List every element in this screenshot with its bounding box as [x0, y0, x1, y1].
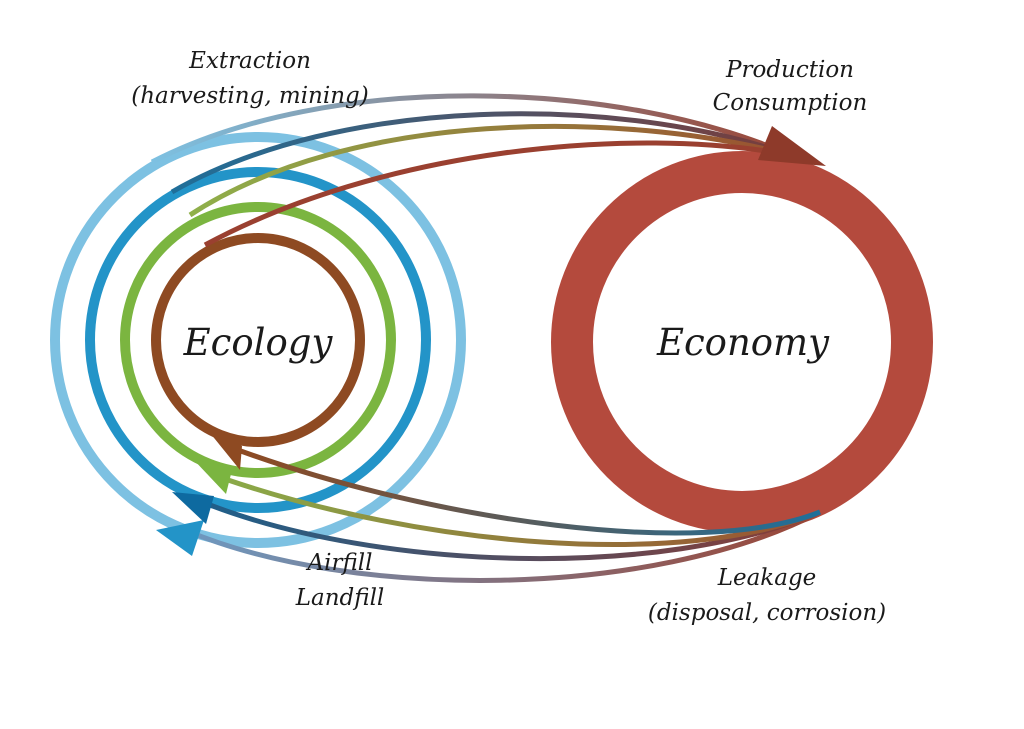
ecology-ring-second [85, 167, 431, 513]
ecology-ring-outer [50, 132, 466, 548]
leakage-arrow-head-second [172, 492, 214, 524]
extraction-arrows [150, 93, 826, 248]
leakage-arrow-inner [237, 447, 821, 536]
leakage-label: Leakage [717, 565, 817, 591]
production-label: Production [725, 57, 854, 83]
economy-label: Economy [656, 321, 830, 364]
labels: Ecology Economy Extraction (harvesting, … [131, 48, 886, 626]
extraction-arrow-outer [150, 93, 792, 165]
ecology-label: Ecology [183, 321, 334, 364]
leakage-arrow-head-third [192, 458, 232, 494]
landfill-label: Landfill [295, 585, 385, 611]
ecology-ring-third [120, 202, 396, 478]
extraction-detail-label: (harvesting, mining) [131, 83, 369, 109]
leakage-arrow-head-inner [206, 428, 242, 470]
leakage-arrow-outer [184, 509, 822, 583]
airfill-label: Airfill [305, 550, 372, 576]
extraction-arrow-third [188, 123, 791, 218]
extraction-arrow-inner [203, 140, 791, 248]
leakage-detail-label: (disposal, corrosion) [648, 600, 886, 626]
consumption-label: Consumption [713, 90, 868, 116]
ecology-ring-inner [151, 233, 365, 447]
leakage-arrow-head-outer [156, 520, 204, 556]
extraction-arrow-second [170, 111, 791, 195]
production-arrow-head [758, 126, 826, 166]
ecology-rings [50, 132, 466, 548]
leakage-arrow-third [227, 477, 821, 548]
leakage-arrow-second [209, 502, 821, 562]
leakage-arrows [156, 428, 822, 583]
extraction-label: Extraction [188, 48, 311, 74]
economy-ring [551, 151, 933, 533]
